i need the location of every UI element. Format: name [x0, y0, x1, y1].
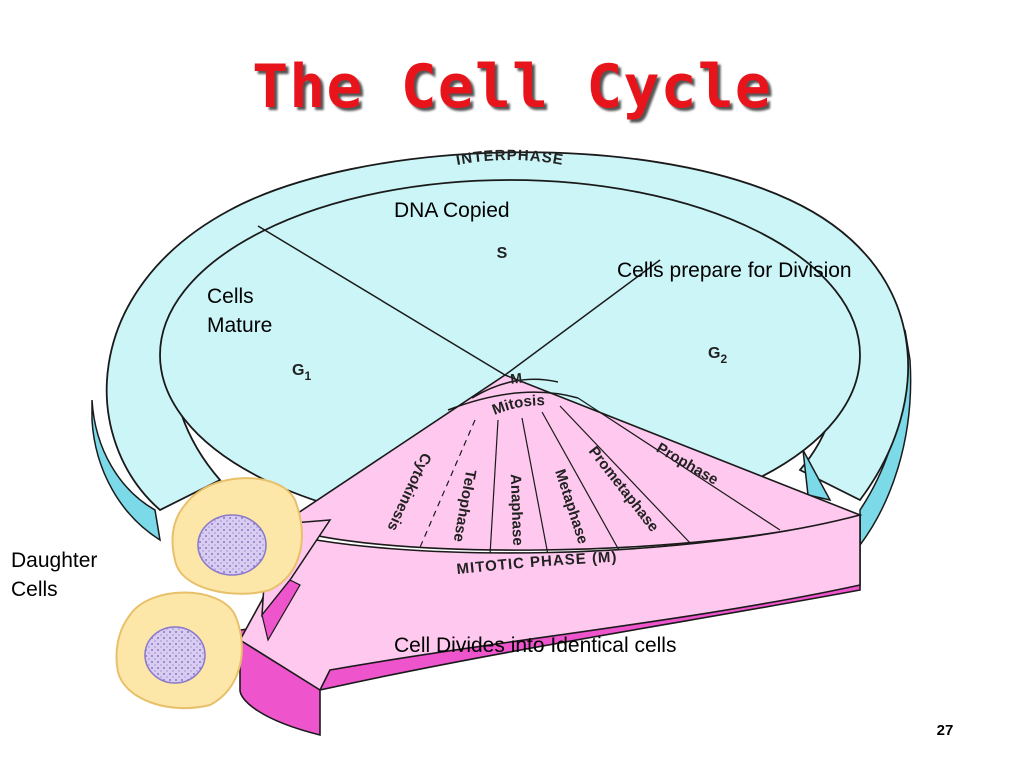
cells-prepare-annotation: Cells prepare for Division	[617, 259, 852, 282]
interphase-label: INTERPHASE	[455, 147, 566, 169]
mitosis-arc	[447, 391, 579, 411]
cells-mature-line2: Mature	[207, 314, 273, 337]
divider-s-g2	[504, 259, 661, 376]
slide-number: 27	[936, 722, 954, 739]
g1-phase-label: G1	[292, 362, 311, 383]
cell-divides-annotation: Cell Divides into Identical cells	[394, 634, 677, 657]
daughter-cell-2	[115, 591, 243, 710]
daughter-cell-1	[171, 477, 303, 595]
stage-divider-5	[489, 419, 499, 556]
interphase-ring-side	[91, 399, 162, 542]
cells-mature-line1: Cells	[207, 285, 254, 308]
mitotic-band	[238, 513, 861, 692]
stage-divider-3	[541, 411, 621, 553]
stage-label-anaphase: Anaphase	[507, 474, 526, 546]
divider-g1-s	[257, 225, 506, 376]
cells-mature-annotation: Cells Mature	[207, 282, 272, 340]
mitotic-arrowhead-side	[261, 579, 301, 642]
dna-copied-annotation: DNA Copied	[394, 199, 510, 222]
stage-divider-6	[417, 419, 476, 553]
stage-divider-1	[577, 397, 781, 531]
interphase-arrowhead	[802, 449, 832, 502]
s-phase-label: S	[497, 245, 508, 262]
daughter-line1: Daughter	[11, 549, 98, 572]
g2-phase-label: G2	[708, 345, 727, 366]
daughter-line2: Cells	[11, 578, 58, 601]
slide-title: The Cell Cycle	[252, 52, 772, 122]
m-arc	[471, 378, 559, 399]
m-label: M	[509, 370, 522, 387]
daughter-cells-annotation: Daughter Cells	[11, 546, 97, 604]
stage-divider-2	[559, 405, 693, 546]
stage-divider-4	[521, 417, 549, 556]
